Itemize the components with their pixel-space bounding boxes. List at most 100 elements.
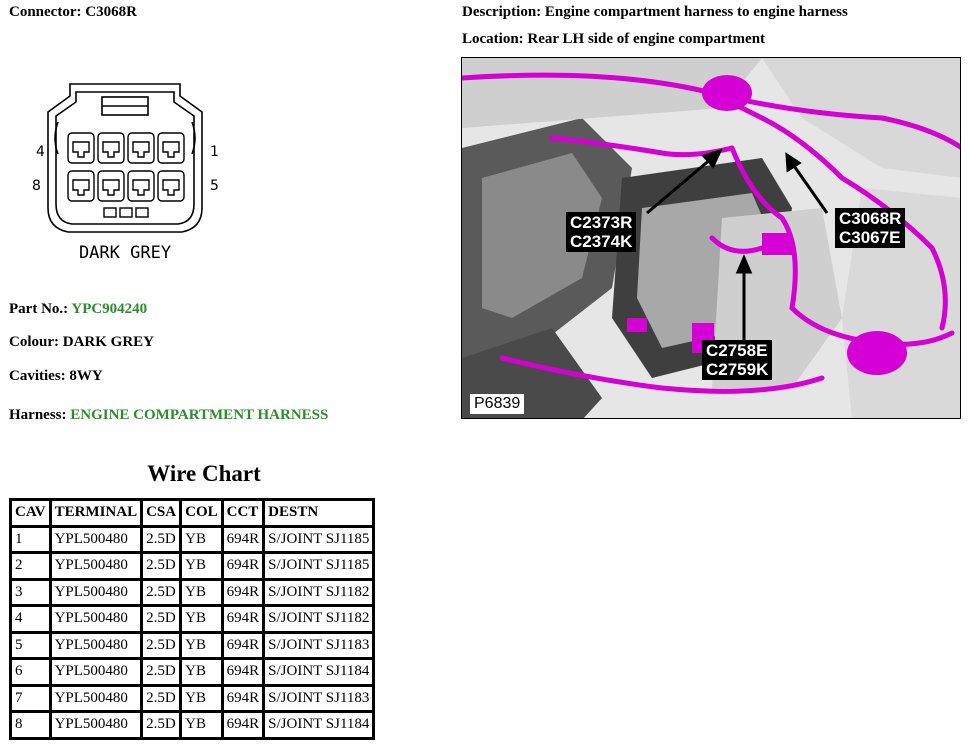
cell-cav: 7 (12, 686, 52, 713)
cell-col: YB (182, 660, 224, 687)
table-row: 5 YPL500480 2.5D YB 694R S/JOINT SJ1183 (12, 633, 373, 660)
location-value: Rear LH side of engine compartment (527, 31, 766, 47)
cell-destn: S/JOINT SJ1182 (265, 607, 373, 634)
cell-terminal: YPL500480 (51, 580, 144, 607)
cell-cct: 694R (223, 686, 266, 713)
connector-label: Connector: (9, 4, 82, 20)
table-row: 2 YPL500480 2.5D YB 694R S/JOINT SJ1185 (12, 554, 373, 581)
cell-terminal: YPL500480 (51, 554, 144, 581)
cell-destn: S/JOINT SJ1185 (265, 528, 373, 554)
cavities-line: Cavities: 8WY (9, 368, 103, 385)
wire-chart-title: Wire Chart (147, 461, 261, 486)
cell-cav: 2 (12, 554, 52, 581)
drawing-caption: DARK GREY (79, 243, 171, 263)
cell-terminal: YPL500480 (52, 713, 144, 737)
cell-cav: 1 (12, 527, 52, 554)
colour-value: DARK GREY (62, 334, 155, 350)
cell-destn: S/JOINT SJ1184 (265, 660, 373, 687)
callout-line1: C3068R (839, 209, 902, 228)
connector-line: Connector: C3068R (9, 4, 137, 21)
cell-cct: 694R (224, 713, 266, 737)
table-row: 7 YPL500480 2.5D YB 694R S/JOINT SJ1183 (12, 686, 373, 713)
photo-id: P6839 (470, 394, 525, 414)
callout-c2758e: C2758E C2759K (702, 340, 773, 380)
header-cav: CAV (12, 501, 52, 528)
engine-bay-illustration (462, 58, 960, 418)
cell-cct: 694R (223, 607, 266, 634)
cell-terminal: YPL500480 (51, 607, 144, 634)
header-destn: DESTN (265, 501, 373, 528)
wire-chart-table: CAV TERMINAL CSA COL CCT DESTN 1 YPL5004… (9, 498, 376, 740)
cell-csa: 2.5D (143, 527, 183, 554)
cell-terminal: YPL500480 (51, 527, 144, 554)
connector-face-drawing: 4 1 8 5 DARK GREY (32, 83, 219, 263)
colour-label: Colour: (9, 334, 59, 350)
cell-csa: 2.5D (143, 633, 183, 660)
cavities-value: 8WY (69, 368, 103, 384)
cell-csa: 2.5D (143, 686, 183, 713)
table-row: 8 YPL500480 2.5D YB 694R S/JOINT SJ1184 (12, 713, 372, 737)
cell-destn: S/JOINT SJ1183 (265, 634, 373, 660)
harness-label: Harness: (9, 407, 67, 423)
cell-cav: 3 (12, 580, 52, 607)
callout-line1: C2758E (706, 341, 768, 360)
cell-destn: S/JOINT SJ1182 (265, 581, 373, 607)
description-line: Description: Engine compartment harness … (462, 4, 848, 21)
header-terminal: TERMINAL (51, 501, 144, 528)
cell-col: YB (182, 527, 224, 554)
cell-csa: 2.5D (143, 607, 183, 634)
table-row: 3 YPL500480 2.5D YB 694R S/JOINT SJ1182 (12, 580, 373, 607)
description-label: Description: (462, 4, 542, 20)
pin-label-1: 1 (210, 144, 219, 160)
cell-terminal: YPL500480 (51, 633, 144, 660)
harness-link[interactable]: ENGINE COMPARTMENT HARNESS (70, 407, 329, 423)
cell-cct: 694R (223, 527, 266, 554)
cell-terminal: YPL500480 (51, 660, 144, 687)
part-no-label: Part No.: (9, 301, 69, 317)
cell-csa: 2.5D (143, 580, 183, 607)
part-no-link[interactable]: YPC904240 (71, 301, 148, 317)
cell-destn: S/JOINT SJ1183 (265, 687, 373, 713)
table-header-row: CAV TERMINAL CSA COL CCT DESTN (12, 501, 373, 528)
pin-label-5: 5 (210, 178, 219, 194)
cell-terminal: YPL500480 (51, 686, 144, 713)
callout-line2: C3067E (839, 228, 901, 247)
cell-cct: 694R (223, 660, 266, 687)
header-csa: CSA (143, 501, 183, 528)
table-row: 1 YPL500480 2.5D YB 694R S/JOINT SJ1185 (12, 527, 373, 554)
cell-col: YB (182, 580, 224, 607)
header-cct: CCT (223, 501, 266, 528)
connector-id: C3068R (85, 4, 137, 20)
callout-line2: C2374K (570, 232, 633, 251)
header-col: COL (182, 501, 224, 528)
cell-csa: 2.5D (143, 713, 183, 737)
location-label: Location: (462, 31, 524, 47)
description-value: Engine compartment harness to engine har… (544, 4, 848, 20)
cell-cav: 5 (12, 633, 52, 660)
location-line: Location: Rear LH side of engine compart… (462, 31, 765, 48)
cell-destn: S/JOINT SJ1184 (268, 716, 370, 733)
cell-cct: 694R (223, 633, 266, 660)
table-row: 4 YPL500480 2.5D YB 694R S/JOINT SJ1182 (12, 607, 373, 634)
pin-label-8: 8 (32, 178, 41, 194)
cell-col: YB (182, 607, 224, 634)
callout-c3068r: C3068R C3067E (835, 208, 906, 248)
cell-cav: 6 (12, 660, 52, 687)
part-no-line: Part No.: YPC904240 (9, 301, 147, 318)
callout-line2: C2759K (706, 360, 769, 379)
cell-cct: 694R (223, 554, 266, 581)
cell-cav: 8 (12, 713, 52, 737)
cell-col: YB (182, 713, 224, 737)
callout-c2373r: C2373R C2374K (566, 212, 637, 252)
cell-destn: S/JOINT SJ1185 (265, 554, 373, 581)
cell-col: YB (182, 554, 224, 581)
harness-line: Harness: ENGINE COMPARTMENT HARNESS (9, 407, 328, 424)
cell-csa: 2.5D (143, 554, 183, 581)
location-photo: C2373R C2374K C3068R C3067E C2758E C2759… (461, 57, 961, 419)
cavities-label: Cavities: (9, 368, 66, 384)
pin-label-4: 4 (36, 144, 45, 160)
cell-cct: 694R (223, 580, 266, 607)
table-row: 6 YPL500480 2.5D YB 694R S/JOINT SJ1184 (12, 660, 373, 687)
colour-line: Colour: DARK GREY (9, 334, 154, 351)
cell-csa: 2.5D (143, 660, 183, 687)
